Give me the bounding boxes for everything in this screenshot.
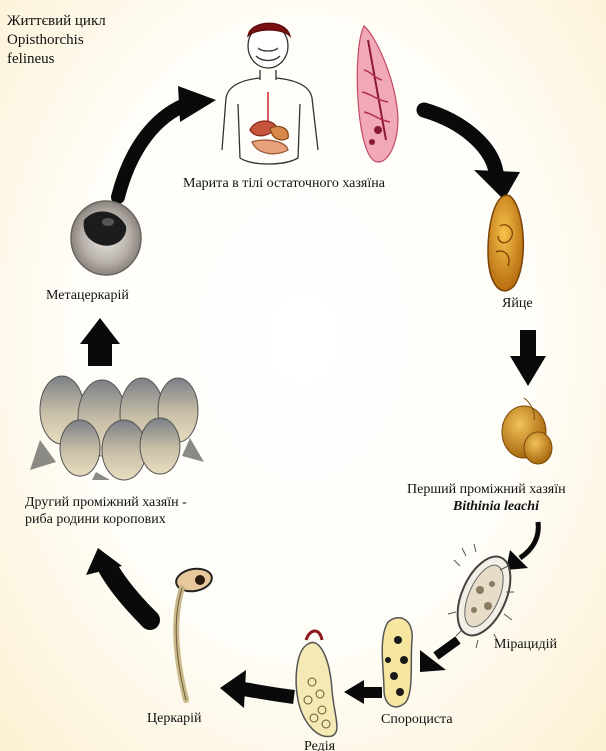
label-cercaria: Церкарій bbox=[147, 710, 202, 727]
sporocyst-icon bbox=[382, 618, 412, 707]
label-second-host: Другий проміжний хазяїн - риба родини ко… bbox=[25, 494, 187, 528]
label-second-host-line1: Другий проміжний хазяїн - bbox=[25, 494, 187, 511]
label-first-host: Перший проміжний хазяїн Bithinia leachi bbox=[407, 481, 566, 515]
label-first-host-species: Bithinia leachi bbox=[407, 498, 566, 515]
label-miracidium: Мірацидій bbox=[494, 636, 557, 653]
label-second-host-line2: риба родини коропових bbox=[25, 511, 187, 528]
label-redia: Редія bbox=[304, 738, 335, 751]
fluke-icon bbox=[357, 26, 398, 162]
egg-icon bbox=[488, 195, 523, 291]
title-line-2: Opisthorchis bbox=[7, 31, 106, 50]
arrow-egg-to-snail bbox=[510, 330, 546, 386]
arrow-fish-to-metacercaria bbox=[80, 318, 120, 366]
cercaria-icon bbox=[174, 566, 213, 700]
label-egg: Яйце bbox=[502, 295, 533, 312]
fish-icon bbox=[30, 376, 204, 480]
label-metacercaria: Метацеркарій bbox=[46, 287, 129, 304]
arrow-marita-to-egg bbox=[424, 110, 520, 200]
snail-icon bbox=[502, 398, 552, 464]
redia-icon bbox=[296, 631, 337, 737]
label-marita: Марита в тілі остаточного хазяїна bbox=[183, 175, 385, 192]
arrow-snail-to-miracidium bbox=[506, 522, 538, 570]
title-line-3: felineus bbox=[7, 50, 106, 69]
diagram-title: Життєвий цикл Opisthorchis felineus bbox=[7, 12, 106, 69]
metacercaria-icon bbox=[71, 201, 141, 275]
label-first-host-line1: Перший проміжний хазяїн bbox=[407, 481, 566, 498]
label-sporocyst: Спороциста bbox=[381, 711, 453, 728]
human-body-icon bbox=[222, 23, 318, 164]
title-line-1: Життєвий цикл bbox=[7, 12, 106, 31]
arrow-sporocyst-to-redia bbox=[344, 680, 382, 704]
arrow-redia-to-cercaria bbox=[220, 670, 294, 708]
arrow-cercaria-to-fish bbox=[86, 548, 150, 620]
arrow-miracidium-to-sporocyst bbox=[420, 640, 458, 672]
